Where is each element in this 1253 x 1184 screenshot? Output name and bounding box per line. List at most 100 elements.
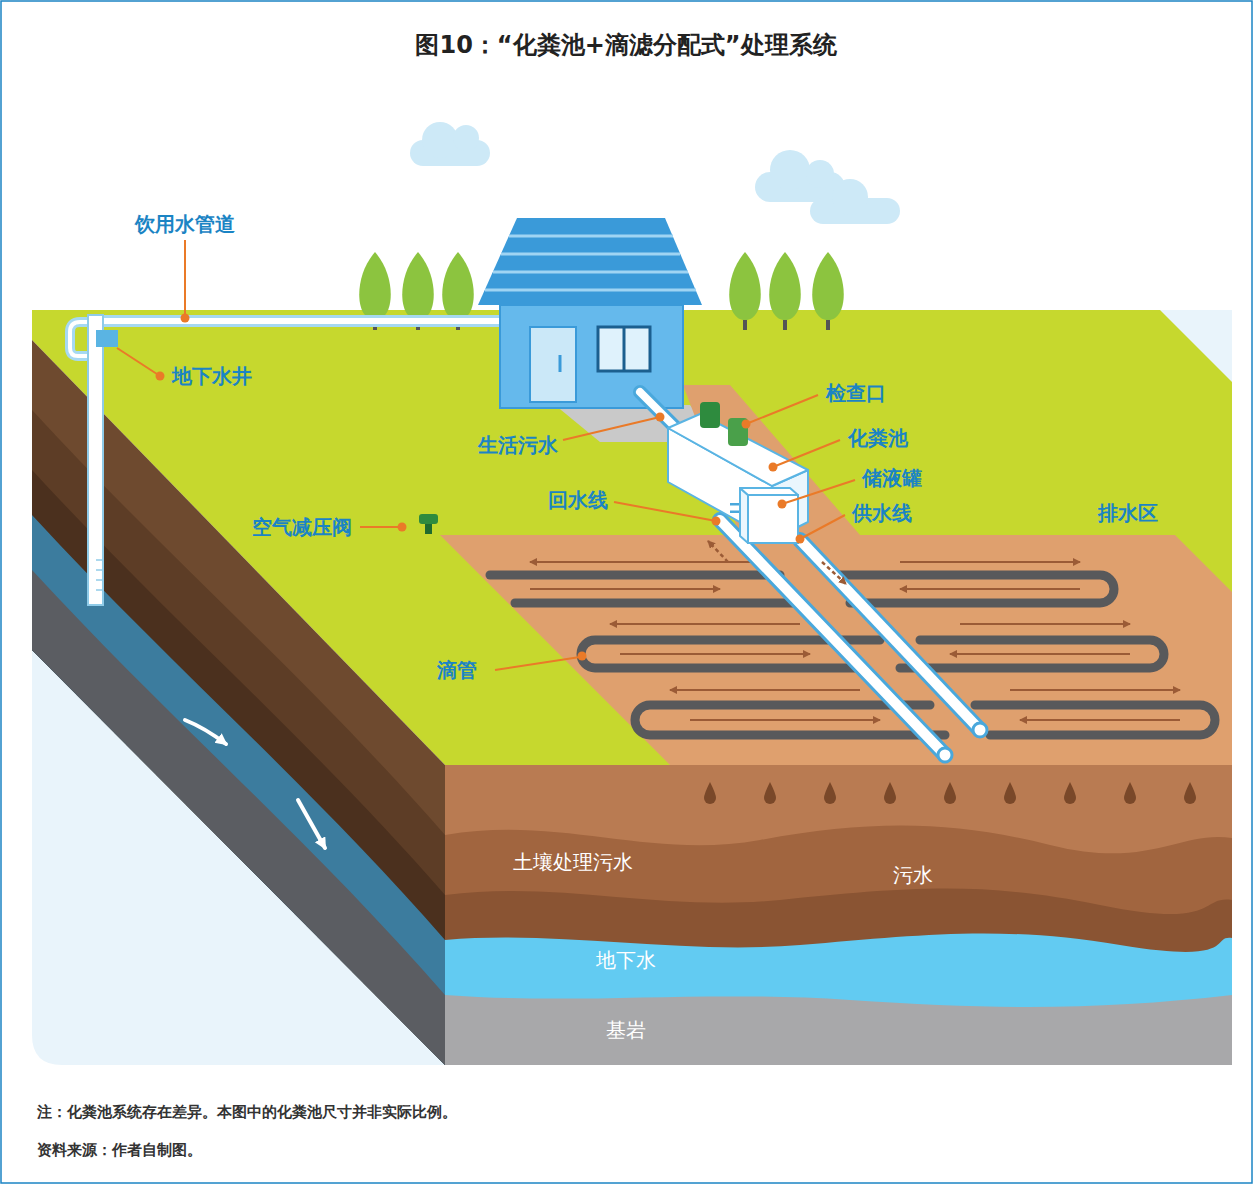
- part-label: 化粪池: [848, 426, 908, 450]
- clouds-part: [770, 150, 810, 190]
- pipe-flow-arrows: [708, 541, 846, 584]
- septic-tank-part: [740, 488, 748, 543]
- water-well-part: [96, 559, 103, 561]
- seepage-drops-part: [884, 782, 896, 804]
- pipe-flow-arrows-part: [822, 562, 846, 584]
- leader-lines-part: [656, 413, 665, 422]
- leader-lines-part: [782, 480, 855, 504]
- part-label: 地下水井: [172, 364, 252, 388]
- leader-lines-part: [742, 420, 751, 429]
- left-soil-layers-part: [32, 570, 445, 1070]
- front-soil-layers-part: [445, 826, 1232, 1065]
- house-part: [500, 305, 683, 408]
- area-label: 排水区: [1098, 501, 1158, 525]
- house-part: [559, 355, 562, 372]
- flow-arrows: [530, 562, 1180, 720]
- flow-arrows-part: [530, 561, 760, 563]
- water-well-part: [96, 569, 103, 571]
- supply-return-pipes-part: [800, 540, 980, 730]
- leader-lines-part: [563, 417, 660, 440]
- pipe-flow-arrows-part: [708, 541, 728, 562]
- water-well: [70, 315, 500, 605]
- drip-pipes-part: [900, 640, 1164, 668]
- flow-arrows-part: [690, 719, 880, 721]
- clouds: [410, 122, 900, 224]
- air-relief-valve-part: [425, 523, 432, 534]
- trees-part: [769, 252, 801, 320]
- seepage-drops-part: [1184, 782, 1196, 804]
- water-well-part: [88, 315, 103, 605]
- flow-arrows-part: [1020, 719, 1180, 721]
- supply-return-pipes-part: [720, 520, 945, 755]
- leader-lines-part: [796, 535, 805, 544]
- layer-label: 地下水: [596, 948, 656, 972]
- leader-lines-part: [773, 440, 840, 467]
- leader-lines-part: [184, 240, 186, 318]
- house-part: [485, 236, 696, 290]
- septic-tank: [640, 392, 808, 543]
- supply-return-pipes: [720, 520, 987, 762]
- front-soil-layers-part: [445, 933, 1232, 1065]
- seepage-drops-part: [704, 782, 716, 804]
- part-label: 回水线: [548, 488, 608, 512]
- seepage-drops-part: [1124, 782, 1136, 804]
- leader-lines-part: [578, 652, 587, 661]
- drip-pipes-part: [830, 575, 1114, 603]
- flow-arrows-part: [900, 588, 1080, 590]
- leader-lines-part: [769, 463, 778, 472]
- water-well-part: [95, 315, 500, 327]
- house-part-part: [501, 253, 680, 256]
- seepage-drops-part: [1004, 782, 1016, 804]
- source-note: 资料来源：作者自制图。: [37, 1141, 202, 1159]
- house-part-part: [485, 289, 696, 292]
- septic-tank-part: [700, 402, 720, 428]
- seepage-drops-part: [824, 782, 836, 804]
- leader-lines-part: [746, 395, 818, 424]
- layer-label: 土壤处理污水: [513, 850, 633, 874]
- air-relief-valve-part: [419, 514, 438, 524]
- house: [478, 218, 702, 408]
- house-part-part: [509, 235, 673, 238]
- seepage-drops-part: [1064, 782, 1076, 804]
- flow-arrows-part: [960, 623, 1130, 625]
- air-relief-valve: [419, 514, 438, 534]
- leader-lines-part: [778, 500, 787, 509]
- figure-note: 注：化粪池系统存在差异。本图中的化粪池尺寸并非实际比例。: [37, 1103, 457, 1121]
- front-soil-layers-part: [445, 765, 1232, 1065]
- flow-arrows-part: [610, 623, 800, 625]
- part-label: 检查口: [826, 381, 886, 405]
- layer-label: 基岩: [606, 1018, 646, 1042]
- front-soil-layers-part: [445, 889, 1232, 1065]
- seepage-drops: [704, 782, 1196, 804]
- flow-arrows-part: [950, 653, 1130, 655]
- house-part: [623, 327, 626, 371]
- part-label: 供水线: [852, 501, 912, 525]
- septic-tank-part: [740, 488, 798, 495]
- trees-part: [402, 252, 434, 320]
- flow-arrows-part: [1010, 689, 1180, 691]
- drip-pipes-part: [975, 705, 1215, 735]
- leader-lines-part: [156, 372, 165, 381]
- front-soil-layers: [445, 765, 1232, 1065]
- water-well-part: [96, 330, 118, 347]
- trees-part: [359, 252, 391, 320]
- flow-arrows-part: [900, 561, 1080, 563]
- leader-lines-part: [614, 502, 716, 521]
- leader-lines-part: [181, 314, 190, 323]
- house-part: [530, 327, 576, 402]
- septic-tank-part: [668, 414, 808, 486]
- water-well-part: [96, 579, 103, 581]
- leader-lines-part: [117, 348, 160, 376]
- supply-return-pipes-part: [938, 748, 952, 762]
- figure-title: 图10：“化粪池+滴滤分配式”处理系统: [415, 31, 836, 60]
- leader-lines-part: [712, 517, 721, 526]
- clouds-part: [832, 179, 868, 215]
- drip-pipes-part: [490, 571, 780, 580]
- flow-arrows-part: [670, 689, 860, 691]
- groundwater-flow-arrows-part: [185, 720, 226, 744]
- seepage-drops-part: [764, 782, 776, 804]
